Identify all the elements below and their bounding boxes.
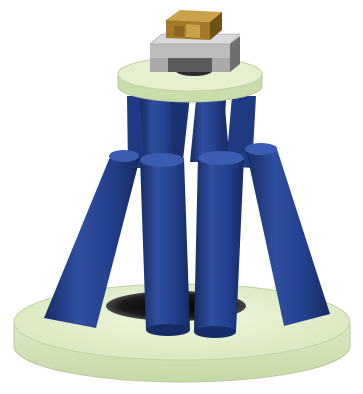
leg-left-inner-cap — [140, 153, 184, 167]
leg-left-inner-foot — [146, 324, 190, 336]
leg-left-outer-cap — [109, 150, 139, 162]
leg-right-inner-cap — [198, 151, 244, 165]
leg-right-outer-cap — [245, 143, 277, 155]
mount-housing — [150, 34, 240, 72]
leg-left-inner — [140, 158, 190, 330]
leg-right-inner — [194, 156, 244, 332]
device-inner-shadow — [174, 26, 184, 37]
housing-bridge-front — [150, 44, 230, 58]
device-inner-block — [186, 24, 200, 38]
leg-right-inner-foot — [194, 326, 236, 338]
payload-device — [166, 10, 222, 40]
housing-opening — [168, 58, 212, 72]
